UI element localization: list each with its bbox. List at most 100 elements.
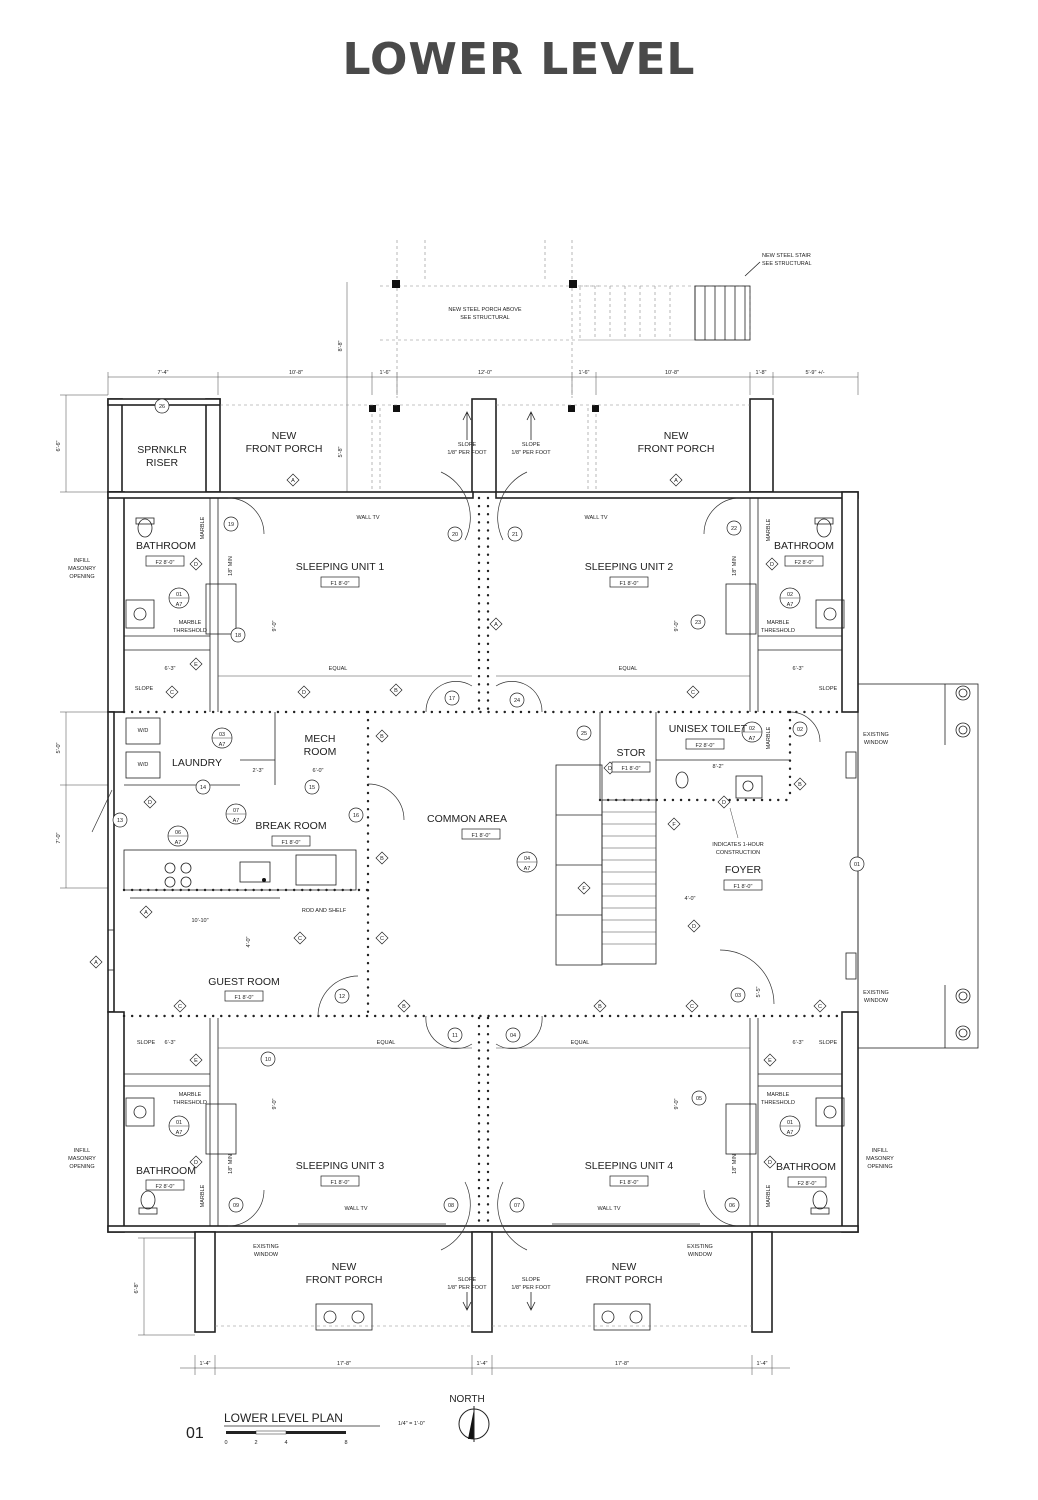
one-hour-note-1: INDICATES 1-HOUR — [712, 842, 764, 848]
equal-4: EQUAL — [571, 1040, 590, 1046]
room-guest-room: GUEST ROOM — [208, 976, 280, 988]
steel-stair-note-2: SEE STRUCTURAL — [762, 261, 812, 267]
svg-text:02: 02 — [787, 592, 793, 598]
dimension-lines: 7'-4" 10'-8" 1'-6" 12'-0" 1'-6" 10'-8" 1… — [56, 282, 859, 1375]
north-label: NORTH — [449, 1394, 484, 1405]
equal-1: EQUAL — [329, 666, 348, 672]
svg-text:A7: A7 — [219, 742, 226, 748]
svg-text:F2 8'-0": F2 8'-0" — [798, 1181, 817, 1187]
room-laundry: LAUNDRY — [172, 757, 222, 769]
infill-2c: OPENING — [69, 1164, 94, 1170]
svg-text:23: 23 — [695, 620, 701, 626]
svg-text:B: B — [402, 1004, 406, 1010]
svg-text:B: B — [394, 688, 398, 694]
steel-stair-note-1: NEW STEEL STAIR — [762, 253, 811, 259]
svg-text:D: D — [148, 800, 152, 806]
existing-window-2b: WINDOW — [864, 998, 889, 1004]
existing-window-3a: EXISTING — [253, 1244, 279, 1250]
svg-text:F1 8'-0": F1 8'-0" — [620, 581, 639, 587]
room-bathroom-4: BATHROOM — [776, 1161, 836, 1173]
dim-mech-2: 2'-3" — [253, 768, 264, 774]
wall-tag: D — [297, 685, 311, 699]
washer-dryer-1: W/D — [138, 728, 149, 734]
svg-text:02: 02 — [797, 727, 803, 733]
dim-top-7: 1'-8" — [756, 370, 767, 376]
svg-text:F1 8'-0": F1 8'-0" — [620, 1180, 639, 1186]
svg-text:F2 8'-0": F2 8'-0" — [795, 560, 814, 566]
steel-stair — [579, 261, 761, 341]
room-front-porch-se-2: FRONT PORCH — [586, 1274, 663, 1286]
infill-3b: MASONRY — [866, 1156, 894, 1162]
svg-text:05: 05 — [696, 1096, 702, 1102]
dim-top-8: 5'-9" +/- — [805, 370, 824, 376]
wall-tag: C — [685, 999, 699, 1013]
svg-text:24: 24 — [514, 698, 520, 704]
wall-tag: D — [687, 919, 701, 933]
dim-bottom-5: 1'-4" — [757, 1361, 768, 1367]
room-sleeping-unit-1: SLEEPING UNIT 1 — [296, 561, 385, 573]
svg-text:A7: A7 — [749, 736, 756, 742]
page-title: LOWER LEVEL — [342, 34, 696, 85]
svg-text:10: 10 — [265, 1057, 271, 1063]
svg-text:07: 07 — [233, 808, 239, 814]
door-tag-06: 06 — [724, 1197, 740, 1213]
svg-text:11: 11 — [452, 1033, 458, 1039]
room-unisex-toilet: UNISEX TOILET — [669, 723, 748, 735]
marble-threshold-3b: THRESHOLD — [173, 1100, 207, 1106]
svg-text:12: 12 — [339, 994, 345, 1000]
plan-scale: 1/4" = 1'-0" — [398, 1421, 425, 1427]
wall-tag: C — [813, 999, 827, 1013]
dim-bottom-1: 1'-4" — [200, 1361, 211, 1367]
room-front-porch-sw-1: NEW — [332, 1261, 357, 1273]
door-tag-18: 18 — [230, 627, 246, 643]
svg-text:26: 26 — [159, 404, 165, 410]
door-tag-12: 12 — [334, 988, 350, 1004]
wall-tag: D — [765, 557, 779, 571]
door-tag-01: 01 — [849, 856, 865, 872]
room-front-porch-ne-1: NEW — [664, 430, 689, 442]
dim-top-4: 12'-0" — [478, 370, 492, 376]
door-tags: 01 02 03 04 05 06 07 08 09 10 11 12 13 1… — [112, 398, 865, 1213]
svg-text:F: F — [582, 886, 586, 892]
marble-threshold-1b: THRESHOLD — [173, 628, 207, 634]
svg-text:D: D — [768, 1160, 772, 1166]
svg-text:B: B — [798, 782, 802, 788]
svg-text:C: C — [380, 936, 384, 942]
dim-toilet: 8'-2" — [713, 764, 724, 770]
svg-text:E: E — [194, 1058, 198, 1064]
wall-tag: B — [793, 777, 807, 791]
slope-note-1b: 1/8" PER FOOT — [447, 450, 487, 456]
room-front-porch-nw-1: NEW — [272, 430, 297, 442]
svg-text:21: 21 — [512, 532, 518, 538]
dim-bottom-3: 1'-4" — [477, 1361, 488, 1367]
existing-window-2a: EXISTING — [863, 990, 889, 996]
door-tag-23: 23 — [690, 614, 706, 630]
dim-top-3: 1'-6" — [380, 370, 391, 376]
svg-text:F1 8'-0": F1 8'-0" — [472, 833, 491, 839]
svg-text:D: D — [692, 924, 696, 930]
door-tag-05: 05 — [691, 1090, 707, 1106]
marble-threshold-3a: MARBLE — [179, 1092, 202, 1098]
washer-dryer-2: W/D — [138, 762, 149, 768]
slope-note-2a: SLOPE — [522, 442, 541, 448]
dim-top-5: 1'-6" — [579, 370, 590, 376]
dim-left-1: 6'-6" — [56, 440, 62, 451]
dim-left-3: 7'-0" — [56, 832, 62, 843]
wall-tag: C — [293, 931, 307, 945]
dim-unit-3: 9'-0" — [272, 1098, 278, 1109]
plumbing-fixtures — [125, 517, 845, 1215]
svg-text:E: E — [194, 662, 198, 668]
exterior-walls — [107, 398, 979, 1333]
svg-text:A7: A7 — [787, 1130, 794, 1136]
svg-text:18: 18 — [235, 633, 241, 639]
room-sprinkler-riser-1: SPRNKLR — [137, 444, 187, 456]
svg-text:C: C — [298, 936, 302, 942]
door-tag-04: 04 — [505, 1027, 521, 1043]
svg-text:F1 8'-0": F1 8'-0" — [331, 581, 350, 587]
marble-threshold-v4: MARBLE — [200, 1184, 206, 1207]
wall-tag: D — [143, 795, 157, 809]
svg-text:07: 07 — [514, 1203, 520, 1209]
